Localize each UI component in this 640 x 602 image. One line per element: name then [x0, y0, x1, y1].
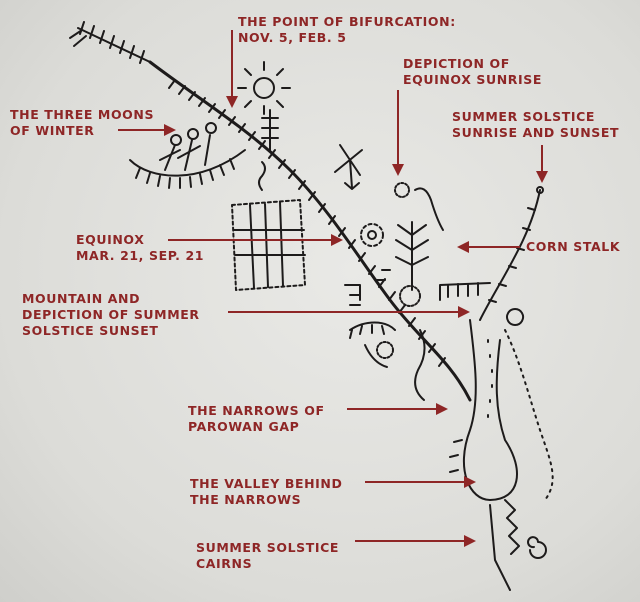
label-line: SUMMER SOLSTICE: [452, 109, 596, 124]
grid-glyph: [231, 161, 306, 291]
main-diagonal-line: [148, 60, 472, 402]
label-corn-stalk: CORN STALK: [526, 239, 620, 255]
sun-glyph: [237, 61, 291, 151]
branch-glyph: [69, 21, 151, 64]
label-line: CORN STALK: [526, 239, 621, 254]
label-line: THE POINT OF BIFURCATION:: [238, 14, 456, 29]
three-moons-glyph: [129, 122, 246, 189]
label-line: THE THREE MOONS: [10, 107, 155, 122]
label-three-moons: THE THREE MOONS OF WINTER: [10, 107, 154, 139]
label-line: EQUINOX: [76, 232, 145, 247]
label-line: EQUINOX SUNRISE: [403, 72, 543, 87]
narrows-corridor: [449, 319, 518, 501]
label-equinox: EQUINOX MAR. 21, SEP. 21: [76, 232, 204, 264]
label-line: PAROWAN GAP: [188, 419, 300, 434]
label-line: OF WINTER: [10, 123, 95, 138]
equinox-sunrise-glyph: [394, 182, 444, 231]
cross-glyph: [334, 144, 363, 190]
label-narrows: THE NARROWS OF PAROWAN GAP: [188, 403, 325, 435]
label-line: NOV. 5, FEB. 5: [238, 30, 347, 45]
solstice-line: [479, 186, 544, 321]
label-line: THE NARROWS OF: [188, 403, 325, 418]
valley-lines: [489, 499, 547, 591]
comb-glyph: [439, 282, 491, 301]
label-arrows: [118, 30, 548, 547]
label-line: SOLSTICE SUNSET: [22, 323, 159, 338]
corn-stalk-glyph: [376, 221, 429, 307]
label-equinox-sunrise: DEPICTION OF EQUINOX SUNRISE: [403, 56, 542, 88]
label-line: MOUNTAIN AND: [22, 291, 141, 306]
label-summer-solstice-sunrise-sunset: SUMMER SOLSTICE SUNRISE AND SUNSET: [452, 109, 619, 141]
misc-glyphs: [344, 284, 426, 401]
label-line: DEPICTION OF SUMMER: [22, 307, 200, 322]
label-valley: THE VALLEY BEHIND THE NARROWS: [190, 476, 342, 508]
label-line: THE VALLEY BEHIND: [190, 476, 343, 491]
label-solstice-cairns: SUMMER SOLSTICE CAIRNS: [196, 540, 339, 572]
label-line: MAR. 21, SEP. 21: [76, 248, 205, 263]
dotted-border: [504, 308, 554, 501]
label-bifurcation: THE POINT OF BIFURCATION: NOV. 5, FEB. 5: [238, 14, 456, 46]
label-mountain: MOUNTAIN AND DEPICTION OF SUMMER SOLSTIC…: [22, 291, 200, 339]
equinox-glyph: [360, 223, 384, 247]
label-line: CAIRNS: [196, 556, 253, 571]
label-line: SUMMER SOLSTICE: [196, 540, 340, 555]
label-line: THE NARROWS: [190, 492, 302, 507]
label-line: SUNRISE AND SUNSET: [452, 125, 620, 140]
label-line: DEPICTION OF: [403, 56, 510, 71]
